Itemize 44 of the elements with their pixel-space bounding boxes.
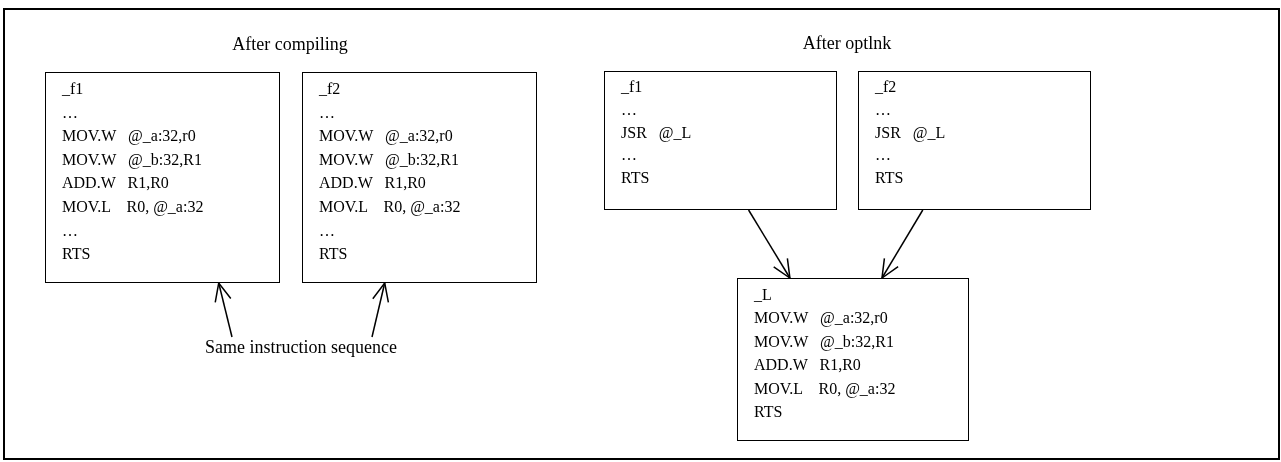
code-box xyxy=(604,71,837,210)
code-line: _f2 xyxy=(875,77,897,97)
code-line: … xyxy=(319,102,335,123)
code-line: MOV.W @_b:32,R1 xyxy=(62,149,202,171)
code-line: _L xyxy=(754,285,772,305)
code-line: MOV.W @_b:32,R1 xyxy=(319,149,459,171)
code-line: ADD.W R1,R0 xyxy=(319,173,426,194)
code-line: RTS xyxy=(754,402,783,423)
code-line: _f2 xyxy=(319,79,341,99)
code-line: MOV.L R0, @_a:32 xyxy=(754,378,896,400)
code-line: RTS xyxy=(319,244,348,265)
code-line: RTS xyxy=(62,244,91,265)
code-line: JSR @_L xyxy=(875,122,946,144)
arrow xyxy=(747,209,791,279)
code-line: ADD.W R1,R0 xyxy=(754,355,861,376)
arrow xyxy=(881,209,924,279)
code-line: RTS xyxy=(621,168,650,189)
code-line: MOV.L R0, @_a:32 xyxy=(62,196,204,218)
section-heading: After optlnk xyxy=(802,33,892,54)
code-line: … xyxy=(319,220,335,241)
code-box xyxy=(45,72,280,283)
code-box xyxy=(737,278,969,441)
code-line: ADD.W R1,R0 xyxy=(62,173,169,194)
code-line: … xyxy=(621,145,637,166)
code-line: … xyxy=(62,102,78,123)
code-line: _f1 xyxy=(621,77,643,97)
code-line: RTS xyxy=(875,168,904,189)
code-line: MOV.W @_a:32,r0 xyxy=(62,126,196,147)
code-box xyxy=(302,72,537,283)
annotation-text: Same instruction sequence xyxy=(205,337,397,358)
section-heading: After compiling xyxy=(232,34,348,55)
code-line: MOV.L R0, @_a:32 xyxy=(319,196,461,218)
code-line: MOV.W @_a:32,r0 xyxy=(319,126,453,147)
code-box xyxy=(858,71,1091,210)
arrow xyxy=(371,282,390,338)
code-line: … xyxy=(62,220,78,241)
code-line: MOV.W @_a:32,r0 xyxy=(754,308,888,329)
code-line: … xyxy=(621,99,637,120)
code-line: … xyxy=(875,99,891,120)
code-line: MOV.W @_b:32,R1 xyxy=(754,331,894,353)
code-line: … xyxy=(875,145,891,166)
code-line: JSR @_L xyxy=(621,122,692,144)
arrow xyxy=(214,282,233,338)
code-line: _f1 xyxy=(62,79,84,99)
